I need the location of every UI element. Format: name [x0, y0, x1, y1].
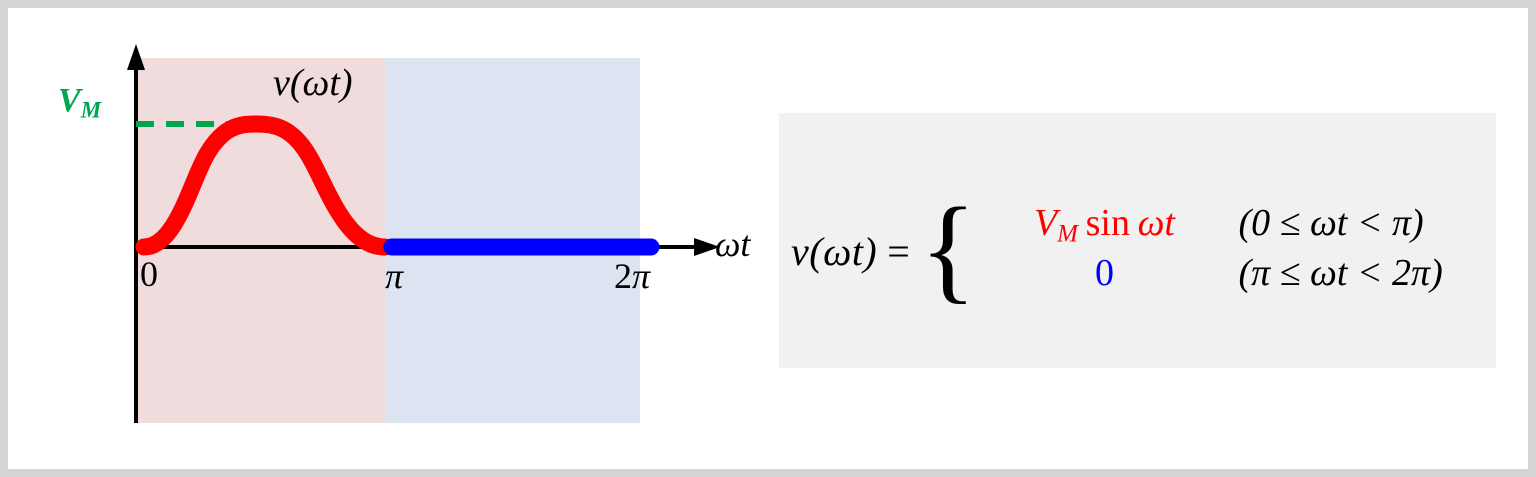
- case1-amplitude-subscript: M: [1057, 220, 1078, 248]
- x-tick-2pi-number: 2: [614, 256, 632, 296]
- peak-voltage-label: VM: [58, 82, 102, 123]
- waveform-name-label: v(ωt): [273, 62, 353, 104]
- sine-half-cycle-curve: [135, 115, 394, 256]
- case1-sine-argument-space: [1130, 202, 1138, 244]
- formula-case-row: 0 (π ≤ ωt < 2π): [978, 251, 1443, 301]
- formula-case-condition: (π ≤ ωt < 2π): [1238, 252, 1443, 294]
- x-axis-label: ωt: [715, 224, 751, 264]
- formula-case-expression: 0: [978, 251, 1230, 295]
- case1-sine-label: sin: [1085, 202, 1130, 244]
- waveform-svg: [127, 44, 720, 423]
- origin-marker-dot: [136, 239, 152, 255]
- slide-canvas: VM v(ωt) ωt 0 π 2π v(ωt) = { VM sin ωt (…: [8, 8, 1528, 469]
- formula-equals-sign: =: [887, 228, 910, 274]
- formula-left-hand-side: v(ωt): [791, 228, 878, 274]
- peak-voltage-symbol: V: [58, 82, 81, 119]
- case1-sine-function: [1078, 202, 1086, 244]
- x-tick-label-pi: π: [385, 256, 404, 296]
- formula-cases: VM sin ωt (0 ≤ ωt < π) 0 (π ≤ ωt < 2π): [978, 201, 1443, 301]
- piecewise-formula: v(ωt) = { VM sin ωt (0 ≤ ωt < π) 0 (π ≤ …: [791, 182, 1443, 314]
- x-tick-label-2pi: 2π: [614, 258, 650, 294]
- y-axis-arrowhead: [127, 44, 145, 70]
- case1-sine-argument: ωt: [1137, 202, 1175, 244]
- peak-voltage-subscript: M: [80, 97, 102, 123]
- formula-left-brace: {: [919, 182, 977, 314]
- case1-amplitude-symbol: V: [1033, 202, 1058, 244]
- case2-value: 0: [1094, 252, 1114, 294]
- conducting-half-cycle-band: [136, 58, 385, 423]
- x-tick-label-0: 0: [140, 254, 158, 294]
- waveform-figure: VM v(ωt) ωt 0 π 2π: [8, 8, 788, 469]
- piecewise-formula-panel: v(ωt) = { VM sin ωt (0 ≤ ωt < π) 0 (π ≤ …: [779, 113, 1496, 368]
- x-axis-arrowhead: [694, 238, 720, 256]
- formula-case-expression: VM sin ωt: [978, 201, 1230, 248]
- formula-case-condition: (0 ≤ ωt < π): [1238, 202, 1424, 244]
- formula-case-row: VM sin ωt (0 ≤ ωt < π): [978, 201, 1442, 251]
- x-tick-2pi-pi: π: [632, 256, 651, 296]
